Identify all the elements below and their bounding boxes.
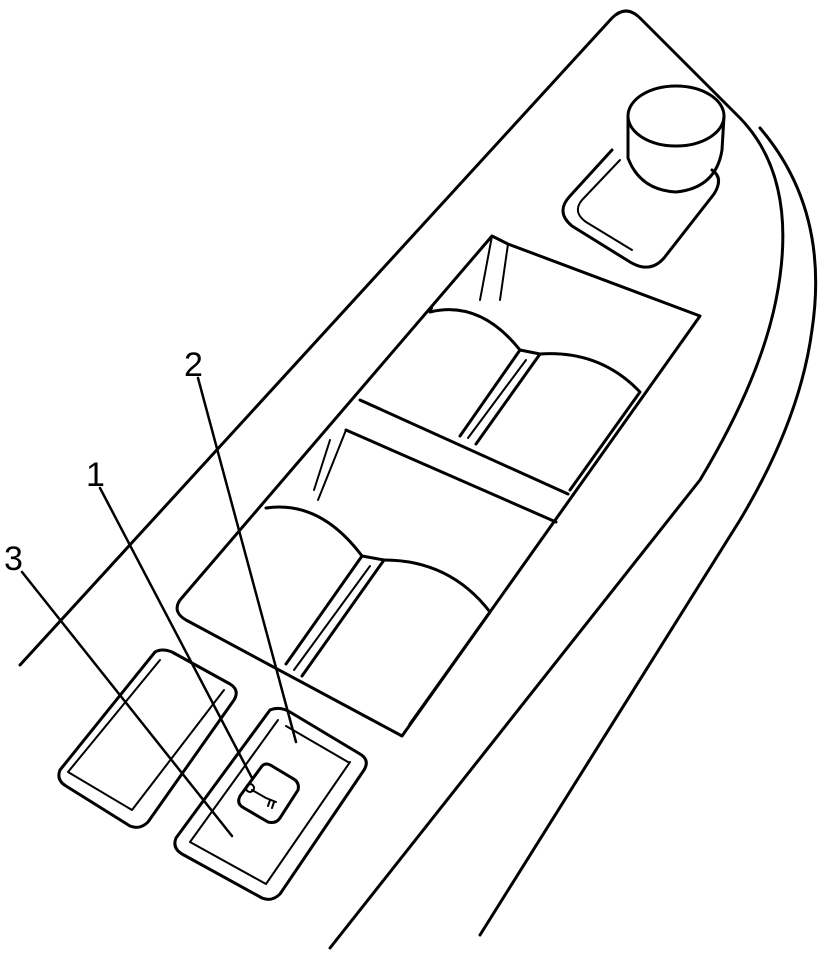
leader-line-3 xyxy=(20,570,234,838)
key-lock-icon xyxy=(237,762,300,824)
left-recessed-button xyxy=(57,648,238,829)
window-switch-bezel xyxy=(175,234,702,738)
callout-leaders xyxy=(20,376,298,838)
rear-window-switch-pair xyxy=(428,307,642,492)
leader-line-1 xyxy=(98,486,254,780)
callout-2-label: 2 xyxy=(184,346,203,384)
mirror-control-knob xyxy=(561,84,726,269)
callout-3-label: 3 xyxy=(4,540,23,578)
window-lockout-switch xyxy=(173,706,368,901)
armrest-panel-outline xyxy=(18,9,818,950)
leader-line-2 xyxy=(196,376,298,744)
front-window-switch-pair xyxy=(264,505,492,726)
callout-1-label: 1 xyxy=(86,456,105,494)
